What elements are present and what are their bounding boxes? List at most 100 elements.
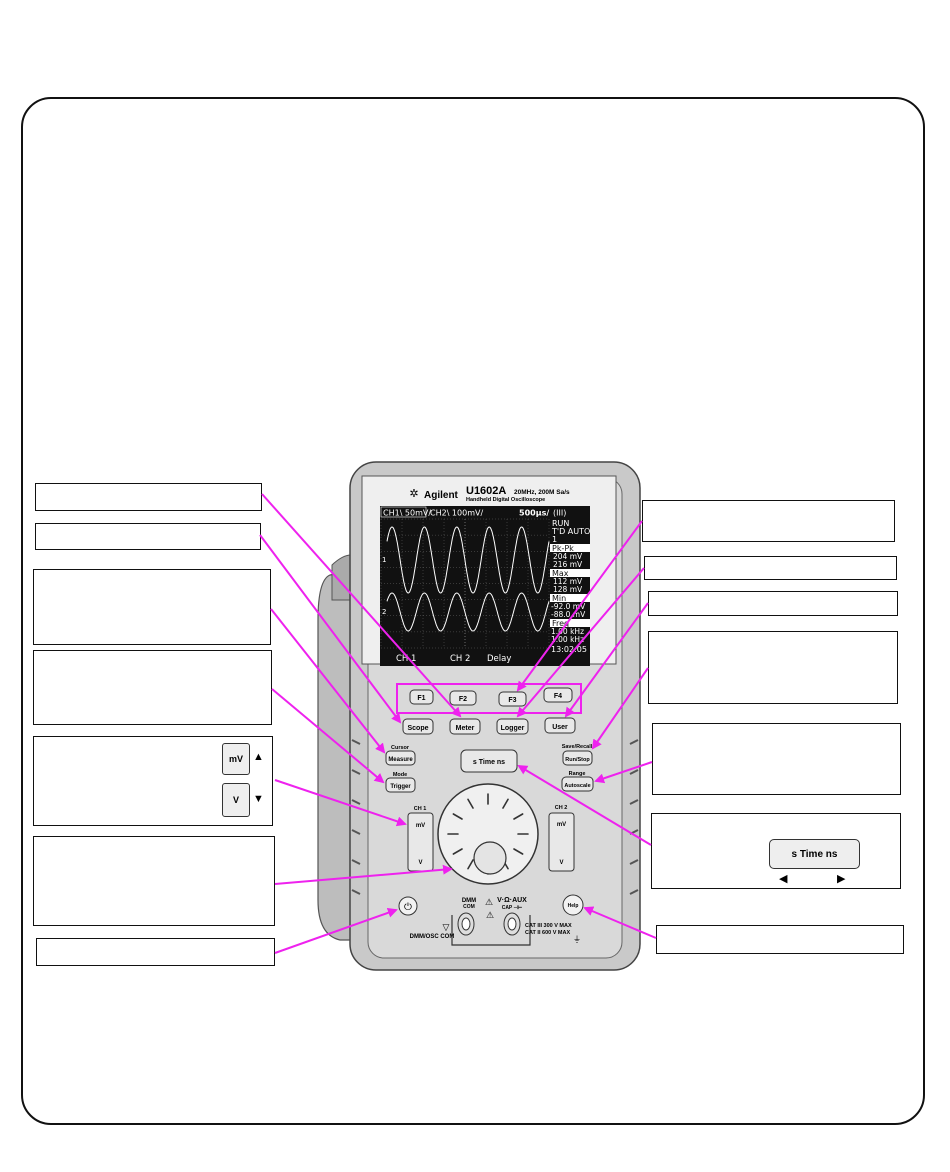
callout-vertical-scale: mV ▲ V ▼ <box>33 736 273 826</box>
earth-icon: ⏚ <box>573 935 581 944</box>
max-header-bg <box>550 569 590 577</box>
max-1: 112 mV <box>553 577 583 586</box>
model-name: U1602A <box>466 485 506 497</box>
ch2-scale-rocker[interactable]: mV V <box>548 812 575 872</box>
time-button[interactable]: s Time ns <box>460 749 518 773</box>
mode-label: Mode <box>393 772 407 778</box>
ch1-scale-rocker[interactable]: mV V <box>407 812 434 872</box>
battery-icon: (III) <box>553 509 566 518</box>
rotary-knob[interactable] <box>437 783 539 885</box>
ch2-label: CH 2 <box>555 805 568 811</box>
callout-trigger <box>33 650 272 725</box>
f1-button[interactable]: F1 <box>409 689 434 705</box>
lcd-grid <box>380 518 550 649</box>
measure-button[interactable]: Measure <box>385 750 416 766</box>
leader-knob <box>274 864 453 885</box>
brand-name: Agilent <box>424 490 459 501</box>
ch2-waveform <box>386 592 550 632</box>
pkpk-header-bg <box>550 544 590 552</box>
max-2: 128 mV <box>553 585 583 594</box>
up-arrow-icon: ▲ <box>253 751 264 763</box>
callout-mv-button-icon: mV <box>222 743 250 775</box>
freq-label: Freq <box>552 619 569 628</box>
logger-button[interactable]: Logger <box>496 718 529 735</box>
ch2-scale: CH2\ 100mV/ <box>430 509 483 518</box>
f2-button[interactable]: F2 <box>449 690 477 706</box>
callout-user <box>648 591 898 616</box>
callout-run-stop <box>648 631 898 704</box>
leader-meter <box>261 493 462 718</box>
v-aux-terminal-jack[interactable] <box>503 912 521 936</box>
power-icon: ⏻ <box>404 902 412 913</box>
run-stop-button[interactable]: Run/Stop <box>562 750 593 766</box>
callout-time: s Time ns ◀ ▶ <box>651 813 901 889</box>
leader-help <box>583 906 657 939</box>
softkey-ch1: CH 1 <box>396 654 416 664</box>
leader-softkeys <box>516 520 643 692</box>
pkpk-label: Pk-Pk <box>552 544 574 553</box>
help-button[interactable]: Help <box>562 894 584 916</box>
softkey-delay: Delay <box>487 654 511 664</box>
dmm-osc-com-label: DMM/OSC COM <box>410 934 455 940</box>
knob-grip-mark <box>502 798 509 809</box>
max-label: Max <box>552 569 569 578</box>
scope-button[interactable]: Scope <box>402 718 434 735</box>
pkpk-1: 204 mV <box>553 552 583 561</box>
trigger-button[interactable]: Trigger <box>385 777 416 793</box>
freq-header-bg <box>550 619 590 627</box>
range-label: Range <box>569 771 586 777</box>
callout-meter <box>35 483 262 511</box>
leader-trigger <box>271 688 385 784</box>
measurement-panel: RUN T'D AUTO 1 Pk-Pk 204 mV 216 mV Max 1… <box>550 519 590 654</box>
meter-button[interactable]: Meter <box>449 718 481 735</box>
f3-button[interactable]: F3 <box>498 691 527 707</box>
leader-scope <box>259 534 402 724</box>
min-2: -88.0 mV <box>551 610 586 619</box>
status-run: RUN <box>552 519 569 528</box>
ch2-mv-label: mV <box>557 822 566 828</box>
scope-label: Scope <box>407 725 428 732</box>
leader-lines <box>259 493 657 954</box>
f4-button[interactable]: F4 <box>543 687 573 703</box>
autoscale-button[interactable]: Autoscale <box>561 776 594 792</box>
callout-measure <box>33 569 271 645</box>
knob-center-button[interactable] <box>473 841 507 875</box>
cat2-label: CAT II 600 V MAX <box>525 930 570 936</box>
cursor-label: Cursor <box>391 745 410 751</box>
cat3-label: CAT III 300 V MAX <box>525 923 572 929</box>
softkey-ch2: CH 2 <box>450 654 470 664</box>
ch1-marker: 1 <box>382 556 386 564</box>
lcd-waveforms <box>386 526 550 632</box>
callout-scope <box>35 523 261 550</box>
meter-label: Meter <box>456 725 475 732</box>
pkpk-2: 216 mV <box>553 560 583 569</box>
knob-grip-mark <box>452 813 463 820</box>
leader-vertical <box>274 779 407 827</box>
ch2-marker: 2 <box>382 608 386 616</box>
min-label: Min <box>552 594 566 603</box>
outer-frame <box>21 97 925 1125</box>
callout-knob <box>33 836 275 926</box>
f1-label: F1 <box>417 695 425 702</box>
callout-time-button-icon: s Time ns <box>769 839 860 869</box>
f2-label: F2 <box>459 696 467 703</box>
run-stop-label: Run/Stop <box>565 757 590 763</box>
knob-grip-mark <box>452 848 463 855</box>
terminal-panel <box>451 915 531 946</box>
cap-label: CAP ⊣⊢ <box>502 903 523 911</box>
save-recall-label: Save/Recall <box>562 744 593 750</box>
user-button[interactable]: User <box>544 717 576 734</box>
warning-icon-2: ⚠ <box>486 910 494 920</box>
timebase: 500µs/ <box>519 509 549 518</box>
callout-help <box>656 925 904 954</box>
f4-label: F4 <box>554 693 562 700</box>
com-terminal-jack[interactable] <box>457 912 475 936</box>
callout-logger <box>644 556 897 580</box>
power-button[interactable]: ⏻ <box>398 896 418 916</box>
measure-label: Measure <box>388 757 413 763</box>
f-key-group <box>396 683 582 714</box>
time-label: s Time ns <box>473 759 505 766</box>
leader-time <box>517 764 652 846</box>
callout-power <box>36 938 275 966</box>
